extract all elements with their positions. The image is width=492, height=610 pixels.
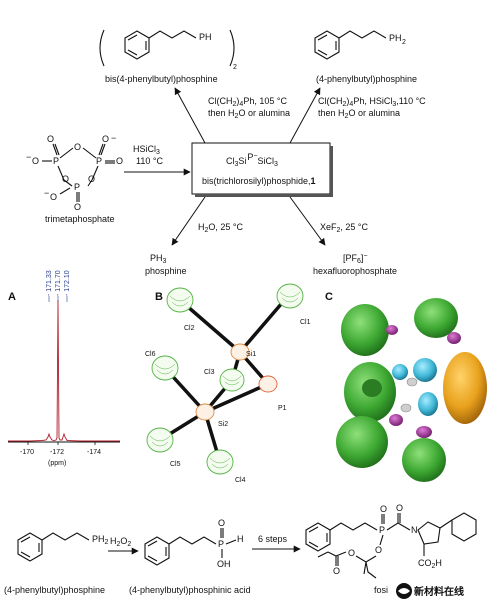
atom-cl5	[146, 427, 174, 453]
bottom-label-fosinopril: fosi	[374, 585, 388, 595]
svg-text:O: O	[218, 518, 225, 528]
mono-phenylbutyl-phosphine-structure: PH 2	[314, 30, 406, 60]
cond-left-line1: Cl(CH2)4Ph, 105 °C	[208, 96, 287, 108]
arrow-to-ph3	[171, 196, 206, 246]
svg-text:P: P	[218, 539, 224, 549]
svg-text:−: −	[111, 133, 116, 143]
atom-cl1	[276, 283, 304, 309]
svg-text:H: H	[237, 534, 244, 544]
atom-label-p1: P1	[278, 405, 287, 412]
svg-text:P: P	[53, 156, 59, 166]
cond-right-line1: Cl(CH2)4Ph, HSiCl3,110 °C	[318, 96, 426, 108]
bis-phenylbutyl-phosphine-structure: PH 2	[99, 29, 237, 71]
atom-label-cl6: Cl6	[145, 351, 156, 358]
phosphine-name: phosphine	[145, 266, 187, 276]
atom-label-cl4: Cl4	[235, 477, 246, 484]
svg-text:P: P	[96, 156, 102, 166]
atom-label-cl1: Cl1	[300, 319, 311, 326]
bottom-label-phosphinic-acid: (4-phenylbutyl)phosphinic acid	[129, 585, 251, 595]
bis-ph-label: PH	[199, 32, 212, 42]
nmr-peak-label-0: - 171.33	[46, 270, 53, 296]
atom-cl4	[206, 449, 234, 475]
svg-text:O: O	[32, 156, 39, 166]
mono-phosphine-name: (4-phenylbutyl)phosphine	[316, 74, 417, 84]
svg-text:O: O	[74, 202, 81, 212]
bottom-label-phosphine: (4-phenylbutyl)phosphine	[4, 585, 105, 595]
panel-c-letter: C	[325, 291, 333, 303]
bis-phosphine-name: bis(4-phenylbutyl)phosphine	[105, 74, 218, 84]
cond-h2o2: H2O2	[110, 536, 131, 548]
cond-hsicl3: HSiCl3	[133, 144, 160, 156]
atom-p1	[258, 375, 278, 393]
trimetaphosphate-name: trimetaphosphate	[45, 214, 115, 224]
svg-text:CO2H: CO2H	[418, 558, 442, 570]
nmr-peak-label-1: - 171.70	[55, 270, 62, 296]
svg-text:N: N	[411, 525, 418, 535]
atom-cl3	[219, 368, 245, 392]
arrow-to-mono	[289, 87, 321, 144]
svg-text:O: O	[333, 566, 340, 576]
watermark-text: 新材料在线	[414, 585, 464, 598]
nmr-tick-0: -170	[20, 449, 34, 456]
nmr-spectrum: -170 -172 -174 (ppm) - 171.33 - 171.70 -…	[8, 270, 120, 467]
svg-text:O: O	[396, 503, 403, 513]
svg-text:PH2: PH2	[92, 534, 109, 546]
center-formula: Cl3SiP−SiCl3	[226, 152, 278, 168]
bottom-phenylbutyl-phosphine: PH2	[17, 532, 109, 562]
center-box	[191, 142, 331, 195]
svg-text:−: −	[26, 152, 31, 162]
cond-h2o: H2O, 25 °C	[198, 222, 244, 234]
atom-si2	[195, 403, 215, 421]
crystal-structure: Cl2 Cl1 Si1 Cl6 Cl3 P1 Si2 Cl5 Cl4	[145, 283, 311, 484]
cond-left-line2: then H2O or alumina	[208, 108, 290, 120]
atom-label-si1: Si1	[246, 351, 256, 358]
svg-text:OH: OH	[217, 559, 231, 569]
svg-text:O: O	[50, 192, 57, 202]
svg-text:O: O	[375, 545, 382, 555]
svg-text:−: −	[44, 188, 49, 198]
svg-text:O: O	[88, 174, 95, 184]
atom-label-cl2: Cl2	[184, 325, 195, 332]
svg-text:O: O	[74, 142, 81, 152]
atom-label-cl5: Cl5	[170, 461, 181, 468]
bottom-fosinopril: P O O N CO2H O O O	[305, 503, 477, 579]
svg-text:O: O	[116, 156, 123, 166]
hexafluorophosphate-name: hexafluorophosphate	[313, 266, 397, 276]
center-compound-name: bis(trichlorosilyl)phosphide,1	[202, 176, 316, 186]
nmr-peak-label-2: - 172.10	[64, 270, 71, 296]
svg-text:O: O	[102, 134, 109, 144]
bis-subscript: 2	[233, 64, 237, 71]
pf6-formula: [PF6]−	[343, 253, 368, 265]
svg-text:P: P	[379, 525, 385, 535]
svg-text:P: P	[74, 182, 80, 192]
cond-6-steps: 6 steps	[258, 534, 288, 544]
svg-text:O: O	[348, 548, 355, 558]
electron-density-lobes	[336, 298, 487, 482]
mono-ph-label: PH	[389, 33, 402, 43]
nmr-tick-1: -172	[50, 449, 64, 456]
panel-b-letter: B	[155, 291, 163, 303]
svg-text:O: O	[380, 504, 387, 514]
nmr-tick-2: -174	[87, 449, 101, 456]
nmr-xlabel: (ppm)	[48, 460, 66, 467]
cond-110c: 110 °C	[136, 156, 163, 166]
svg-text:O: O	[47, 134, 54, 144]
nmr-trace	[8, 299, 120, 442]
mono-subscript: 2	[402, 39, 406, 46]
arrow-to-pf6	[289, 196, 326, 246]
atom-label-si2: Si2	[218, 421, 228, 428]
atom-cl2	[166, 287, 194, 313]
cond-right-line2: then H2O or alumina	[318, 108, 400, 120]
svg-text:O: O	[62, 174, 69, 184]
atom-si1	[230, 343, 250, 361]
atom-cl6	[151, 355, 179, 381]
ph3-formula: PH3	[150, 253, 167, 265]
bottom-phosphinic-acid: P O H OH	[144, 518, 244, 569]
panel-a-letter: A	[8, 291, 16, 303]
trimetaphosphate-structure: P O P P O O O O − O − O O O −	[26, 133, 123, 212]
atom-label-cl3: Cl3	[204, 369, 215, 376]
arrow-to-bis	[174, 87, 206, 144]
cond-xef2: XeF2, 25 °C	[320, 222, 369, 234]
